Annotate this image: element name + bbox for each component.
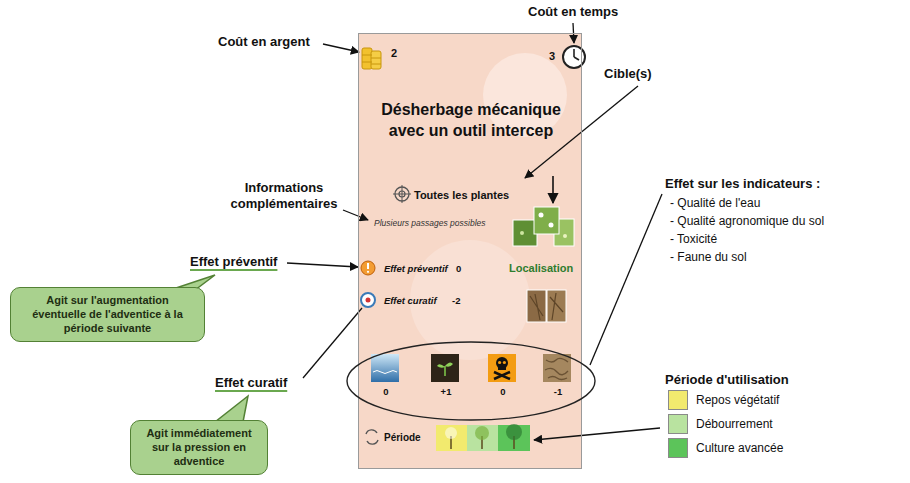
ellipse-outline (346, 341, 596, 421)
section-heading: Effet préventif (190, 254, 277, 269)
coin-icon (362, 48, 381, 69)
callout-bubble: Agit sur l'augmentation éventuelle de l'… (10, 287, 205, 342)
toxic-icon (488, 354, 516, 382)
legend-row: Repos végétatif (668, 390, 779, 410)
list-item: - Toxicité (670, 232, 717, 246)
legend-swatch (668, 438, 688, 458)
period-trees (436, 424, 530, 451)
section-heading: Effet curatif (215, 375, 287, 390)
callout-text: Agit sur l'augmentation éventuelle de l'… (19, 294, 196, 335)
preventive-icon (361, 261, 375, 275)
annotation: Effet sur les indicateurs : (665, 176, 820, 191)
annotation: Coût en temps (528, 4, 618, 19)
extra-info: Plusieurs passages possibles (374, 218, 486, 228)
legend-row: Culture avancée (668, 438, 783, 458)
location-text: Localisation (509, 262, 573, 274)
indicator-value: +1 (431, 386, 461, 397)
list-item: - Qualité de l'eau (670, 196, 760, 210)
indicator-value: 0 (371, 386, 401, 397)
legend-swatch (668, 390, 688, 410)
annotation: Informations complémentaires (224, 180, 344, 212)
callout-bubble: Agit immédiatement sur la pression en ad… (130, 420, 268, 475)
legend-text: Repos végétatif (696, 393, 779, 407)
time-cost: 3 (549, 50, 555, 62)
list-item: - Qualité agronomique du sol (670, 214, 824, 228)
annotation: Coût en argent (218, 34, 310, 49)
curative-text: Effet curatif (384, 295, 437, 306)
preventive-value: 0 (456, 263, 461, 274)
soil-icon (431, 354, 459, 382)
legend-text: Culture avancée (696, 441, 783, 455)
legend-title: Période d'utilisation (665, 372, 789, 387)
water-icon (371, 354, 399, 382)
target-icon (393, 185, 411, 203)
curative-value: -2 (452, 295, 460, 306)
target-text: Toutes les plantes (414, 189, 509, 201)
indicator-ellipse: 0 +1 0 -1 (346, 341, 596, 421)
curative-icon (361, 293, 375, 307)
preventive-text: Effet préventif (384, 263, 448, 274)
money-cost: 2 (391, 47, 397, 59)
action-card: 2 3Désherbage mécanique avec un outil int… (358, 33, 582, 469)
card-title: Désherbage mécanique avec un outil inter… (366, 100, 576, 142)
period-text: Période (384, 432, 421, 443)
list-item: - Faune du sol (670, 250, 747, 264)
legend-text: Débourrement (696, 417, 773, 431)
annotation: Cible(s) (604, 66, 652, 81)
callout-text: Agit immédiatement sur la pression en ad… (139, 427, 259, 468)
legend-swatch (668, 414, 688, 434)
indicator-value: 0 (488, 386, 518, 397)
indicator-value: -1 (543, 386, 573, 397)
legend-row: Débourrement (668, 414, 773, 434)
fauna-icon (543, 354, 571, 382)
